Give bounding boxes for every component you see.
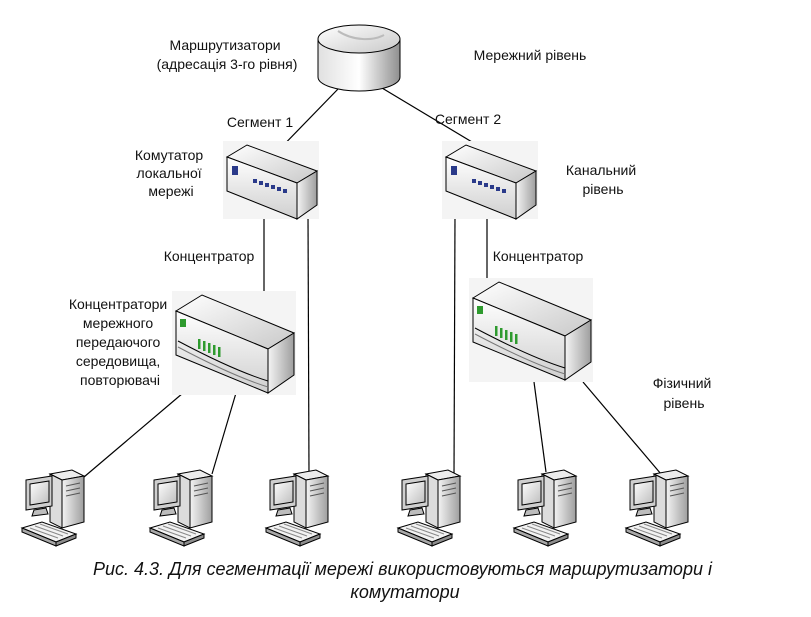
lan-switch-label: Комутатор локальної мережі	[135, 147, 207, 199]
computer-icon	[265, 469, 329, 547]
computer-icon	[513, 469, 577, 547]
router-icon	[317, 24, 401, 92]
link-level-label: Канальний рівень	[566, 162, 640, 197]
link-hub1-pc1	[83, 392, 184, 478]
computer-icon	[21, 469, 85, 547]
hub-label-right: Концентратор	[493, 248, 584, 264]
switch-icon	[441, 140, 539, 220]
segment2-label: Сегмент 2	[435, 111, 501, 127]
link-hub2-pc5	[533, 381, 547, 473]
hub-icon	[468, 277, 594, 383]
link-hub2-pc6	[582, 381, 662, 475]
network-links	[83, 87, 662, 478]
hub-label-left: Концентратор	[164, 248, 255, 264]
computer-icon	[625, 469, 689, 547]
figure-caption: Рис. 4.3. Для сегментації мережі викорис…	[93, 559, 717, 602]
computer-icon	[149, 469, 213, 547]
link-switch1-pc3	[307, 213, 310, 475]
link-hub1-pc2	[211, 392, 237, 475]
physical-level-label: Фізичний рівень	[653, 375, 716, 411]
network-level-label: Мережний рівень	[474, 47, 587, 63]
switch-icon	[222, 140, 320, 220]
segment1-label: Сегмент 1	[227, 114, 293, 130]
link-switch2-pc4	[453, 213, 456, 477]
routers-label: Маршрутизатори (адресація 3-го рівня)	[157, 37, 298, 72]
media-hubs-label: Концентратори мережного передаючого сере…	[69, 296, 171, 388]
computer-icon	[397, 469, 461, 547]
hub-icon	[171, 290, 297, 396]
